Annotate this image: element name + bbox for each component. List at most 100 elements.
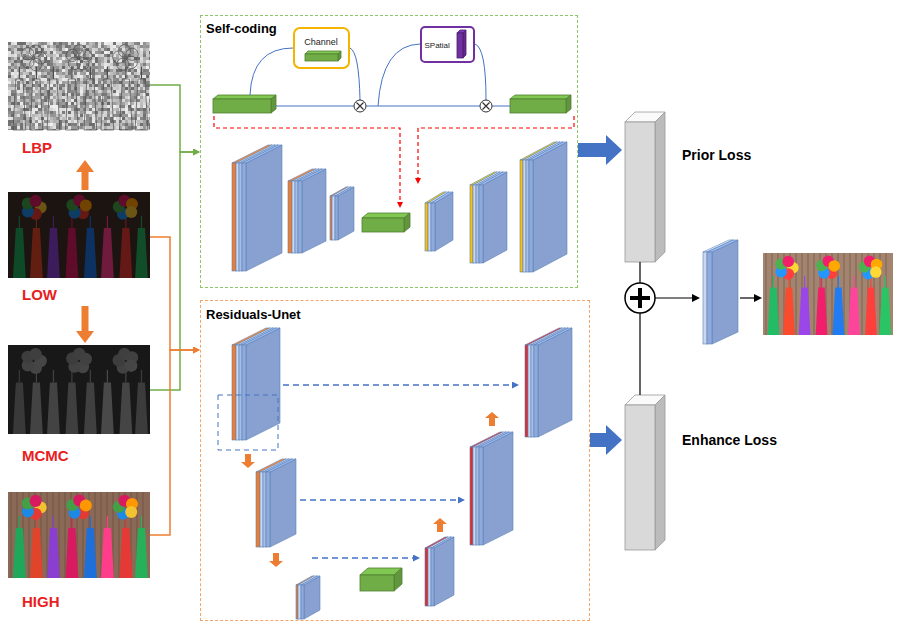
- noise-pixel: [137, 102, 140, 105]
- noise-pixel: [53, 60, 56, 63]
- noise-pixel: [59, 111, 62, 114]
- noise-pixel: [41, 93, 44, 96]
- tassel: [47, 382, 60, 434]
- encoder-stack: [330, 187, 354, 240]
- noise-pixel: [107, 93, 110, 96]
- noise-pixel: [107, 48, 110, 51]
- layer-front: [479, 185, 483, 263]
- noise-pixel: [125, 93, 128, 96]
- noise-pixel: [116, 120, 119, 123]
- layer-side: [434, 537, 454, 606]
- decoder-stack: [520, 142, 567, 272]
- ornament-bead: [80, 500, 92, 512]
- noise-pixel: [53, 63, 56, 66]
- noise-pixel: [116, 72, 119, 75]
- noise-pixel: [134, 69, 137, 72]
- noise-pixel: [92, 123, 95, 126]
- noise-pixel: [50, 111, 53, 114]
- loss-block: [625, 395, 665, 550]
- noise-pixel: [47, 42, 50, 45]
- noise-pixel: [14, 123, 17, 126]
- noise-pixel: [11, 99, 14, 102]
- tassel: [84, 79, 97, 130]
- noise-pixel: [134, 45, 137, 48]
- layer-front: [476, 185, 479, 263]
- noise-pixel: [50, 63, 53, 66]
- noise-pixel: [11, 75, 14, 78]
- noise-pixel: [134, 90, 137, 93]
- tassel: [66, 528, 79, 578]
- noise-pixel: [77, 96, 80, 99]
- tassel-cord: [90, 216, 91, 228]
- tassel: [30, 528, 43, 578]
- noise-pixel: [113, 63, 116, 66]
- tassel: [13, 228, 26, 278]
- noise-pixel: [80, 123, 83, 126]
- tassel-cord: [53, 67, 54, 79]
- noise-pixel: [116, 123, 119, 126]
- noise-pixel: [128, 42, 131, 45]
- noise-pixel: [68, 126, 71, 129]
- noise-pixel: [26, 78, 29, 81]
- noise-pixel: [38, 123, 41, 126]
- noise-pixel: [128, 117, 131, 120]
- ornament-bead: [125, 359, 137, 371]
- noise-pixel: [26, 120, 29, 123]
- noise-pixel: [143, 102, 146, 105]
- noise-pixel: [62, 84, 65, 87]
- noise-pixel: [95, 69, 98, 72]
- ornament-bead: [118, 45, 130, 57]
- noise-pixel: [128, 126, 131, 129]
- noise-pixel: [59, 75, 62, 78]
- ornament-bead: [30, 495, 42, 507]
- noise-pixel: [77, 81, 80, 84]
- noise-pixel: [26, 102, 29, 105]
- noise-pixel: [23, 75, 26, 78]
- noise-pixel: [17, 42, 20, 45]
- noise-pixel: [140, 42, 143, 45]
- noise-pixel: [8, 42, 11, 45]
- noise-pixel: [68, 96, 71, 99]
- noise-pixel: [38, 111, 41, 114]
- noise-pixel: [44, 111, 47, 114]
- noise-pixel: [23, 60, 26, 63]
- noise-pixel: [32, 123, 35, 126]
- noise-pixel: [116, 81, 119, 84]
- noise-pixel: [38, 42, 41, 45]
- noise-pixel: [140, 84, 143, 87]
- tassel-cord: [19, 216, 20, 228]
- noise-pixel: [53, 54, 56, 57]
- noise-pixel: [59, 93, 62, 96]
- noise-pixel: [89, 96, 92, 99]
- tassel: [66, 79, 79, 130]
- ornament-bead: [22, 48, 34, 60]
- noise-pixel: [137, 123, 140, 126]
- noise-pixel: [146, 75, 149, 78]
- noise-pixel: [68, 108, 71, 111]
- noise-pixel: [35, 108, 38, 111]
- layer-front: [242, 345, 246, 440]
- noise-pixel: [149, 54, 150, 57]
- noise-pixel: [110, 66, 113, 69]
- noise-pixel: [11, 81, 14, 84]
- multiply-symbol: [354, 100, 366, 112]
- noise-pixel: [92, 111, 95, 114]
- noise-pixel: [131, 93, 134, 96]
- noise-pixel: [122, 105, 125, 108]
- noise-pixel: [41, 87, 44, 90]
- noise-pixel: [59, 108, 62, 111]
- noise-pixel: [8, 111, 11, 114]
- noise-pixel: [56, 42, 59, 45]
- noise-pixel: [17, 81, 20, 84]
- noise-pixel: [38, 75, 41, 78]
- noise-pixel: [137, 45, 140, 48]
- noise-pixel: [35, 96, 38, 99]
- noise-pixel: [71, 93, 74, 96]
- noise-pixel: [56, 117, 59, 120]
- box-side: [566, 95, 571, 113]
- noise-pixel: [116, 129, 119, 130]
- noise-pixel: [11, 66, 14, 69]
- noise-pixel: [26, 129, 29, 130]
- noise-pixel: [50, 69, 53, 72]
